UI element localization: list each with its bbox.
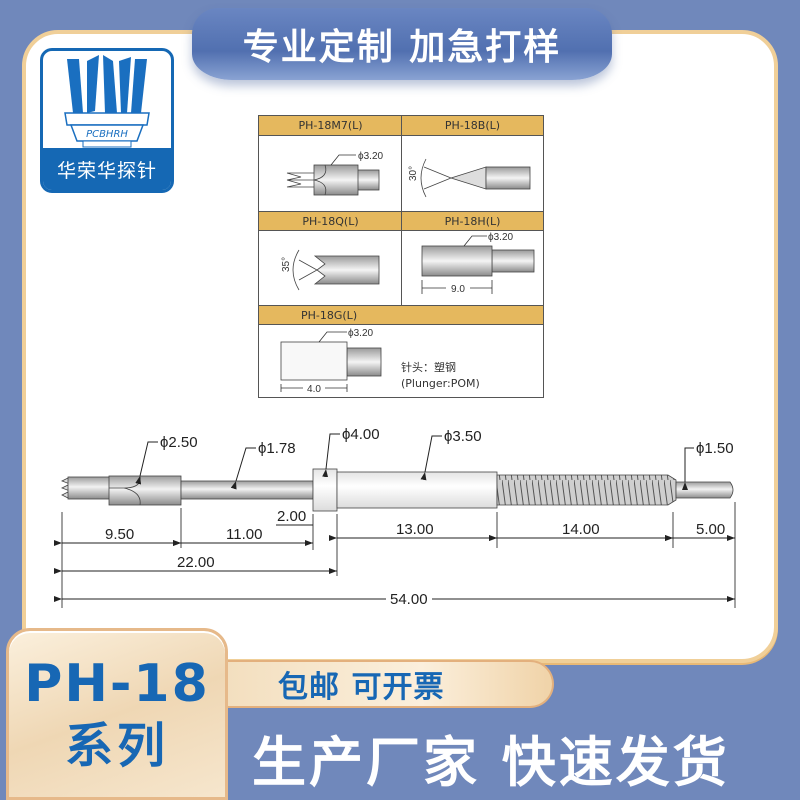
svg-text:ϕ3.20: ϕ3.20 — [348, 328, 374, 339]
svg-text:ϕ3.50: ϕ3.50 — [444, 428, 482, 445]
svg-text:ϕ4.00: ϕ4.00 — [342, 426, 380, 443]
tip-b-drawing: 30° — [408, 158, 531, 198]
svg-text:54.00: 54.00 — [390, 591, 428, 608]
crown-logo-icon: PCBHRH — [64, 55, 150, 148]
model-name: PH-18 — [24, 654, 210, 714]
svg-text:ϕ1.50: ϕ1.50 — [696, 440, 734, 457]
shipping-badge-text: 包邮 可开票 — [278, 670, 445, 705]
bottom-slogan: 生产厂家 快速发货 — [252, 731, 730, 794]
svg-text:11.00: 11.00 — [226, 526, 262, 543]
tip-h-drawing: ϕ3.20 9.0 — [421, 232, 535, 295]
top-banner: 专业定制 加急打样 — [192, 8, 612, 80]
svg-text:13.00: 13.00 — [396, 521, 434, 538]
svg-text:ϕ3.20: ϕ3.20 — [358, 151, 384, 162]
svg-text:ϕ2.50: ϕ2.50 — [160, 434, 198, 451]
tip-label-b: PH-18B(L) — [402, 116, 543, 136]
tip-types-table: PH-18M7(L) PH-18B(L) PH-18Q(L) PH-18H(L)… — [258, 115, 544, 398]
svg-text:14.00: 14.00 — [562, 521, 600, 538]
svg-text:PCBHRH: PCBHRH — [86, 129, 128, 140]
tip-label-q: PH-18Q(L) — [259, 211, 402, 231]
svg-text:9.0: 9.0 — [451, 284, 465, 295]
tip-g-drawing: ϕ3.20 4.0 — [280, 328, 382, 395]
logo-brand-text: 华荣华探针 — [43, 148, 171, 190]
brand-logo: PCBHRH 华荣华探针 — [40, 48, 174, 193]
plunger-note-cn: 针头：塑钢 — [401, 361, 456, 374]
svg-text:4.0: 4.0 — [307, 384, 321, 395]
svg-text:9.50: 9.50 — [105, 526, 134, 543]
plunger-note-en: (Plunger:POM) — [401, 377, 480, 390]
svg-text:ϕ1.78: ϕ1.78 — [258, 440, 296, 457]
shipping-badge: 包邮 可开票 — [228, 660, 554, 708]
tip-m7-drawing: ϕ3.20 — [286, 151, 384, 196]
table-divider — [401, 116, 402, 306]
series-label: 系列 — [64, 718, 169, 774]
tip-q-drawing: 35° — [281, 249, 380, 291]
svg-text:30°: 30° — [408, 166, 419, 181]
svg-text:ϕ3.20: ϕ3.20 — [488, 232, 514, 243]
svg-text:22.00: 22.00 — [177, 554, 215, 571]
svg-text:5.00: 5.00 — [696, 521, 725, 538]
tip-label-g: PH-18G(L) — [259, 305, 543, 325]
tip-label-h: PH-18H(L) — [402, 211, 543, 231]
series-badge: PH-18 系列 — [6, 628, 228, 800]
tip-label-m7: PH-18M7(L) — [259, 116, 402, 136]
svg-text:2.00: 2.00 — [277, 508, 306, 525]
top-banner-text: 专业定制 加急打样 — [242, 27, 562, 68]
svg-text:35°: 35° — [281, 257, 292, 272]
probe-dimension-drawing: ϕ2.50 ϕ1.78 ϕ4.00 ϕ3.50 ϕ1.50 9.50 11.00… — [54, 426, 736, 608]
